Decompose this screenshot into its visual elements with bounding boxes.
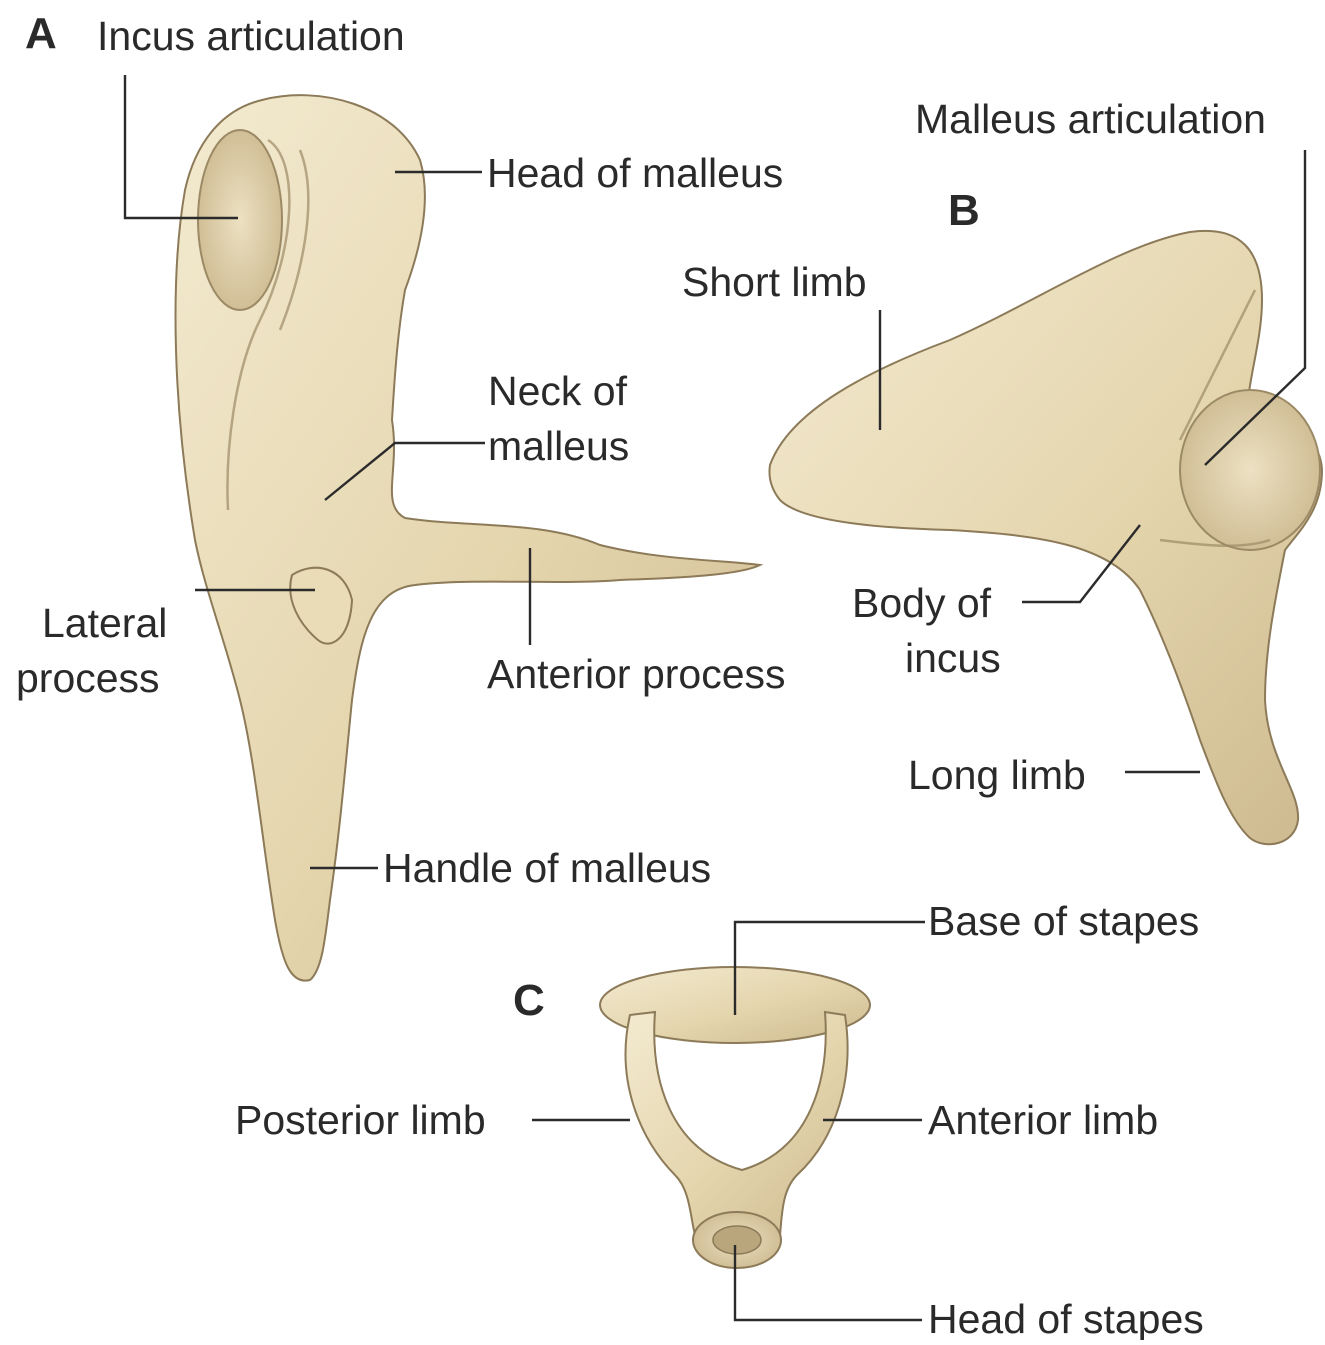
label-head-of-stapes: Head of stapes <box>928 1296 1204 1340</box>
label-posterior-limb: Posterior limb <box>235 1097 486 1143</box>
label-short-limb: Short limb <box>682 259 867 305</box>
label-lateral-process-line1: Lateral <box>42 600 167 646</box>
label-long-limb: Long limb <box>908 752 1086 798</box>
label-anterior-process: Anterior process <box>487 651 786 697</box>
label-malleus-articulation: Malleus articulation <box>915 96 1266 142</box>
label-handle-of-malleus: Handle of malleus <box>383 845 711 891</box>
label-body-of-incus-line1: Body of <box>852 580 992 626</box>
panel-letter-c: C <box>513 976 545 1025</box>
label-neck-of-malleus-line1: Neck of <box>488 368 628 414</box>
label-incus-articulation: Incus articulation <box>97 13 405 59</box>
panel-letter-a: A <box>25 9 57 58</box>
label-head-of-malleus: Head of malleus <box>487 150 783 196</box>
label-body-of-incus-line2: incus <box>905 635 1001 681</box>
incus-articulation-facet <box>198 130 282 310</box>
stapes-arch <box>626 1012 848 1235</box>
panel-letter-b: B <box>948 186 980 235</box>
label-lateral-process-line2: process <box>16 655 160 701</box>
label-anterior-limb: Anterior limb <box>928 1097 1158 1143</box>
label-neck-of-malleus-line2: malleus <box>488 423 629 469</box>
label-base-of-stapes: Base of stapes <box>928 898 1199 944</box>
stapes-head-socket <box>713 1226 761 1254</box>
malleus-articulation-facet <box>1180 390 1320 550</box>
